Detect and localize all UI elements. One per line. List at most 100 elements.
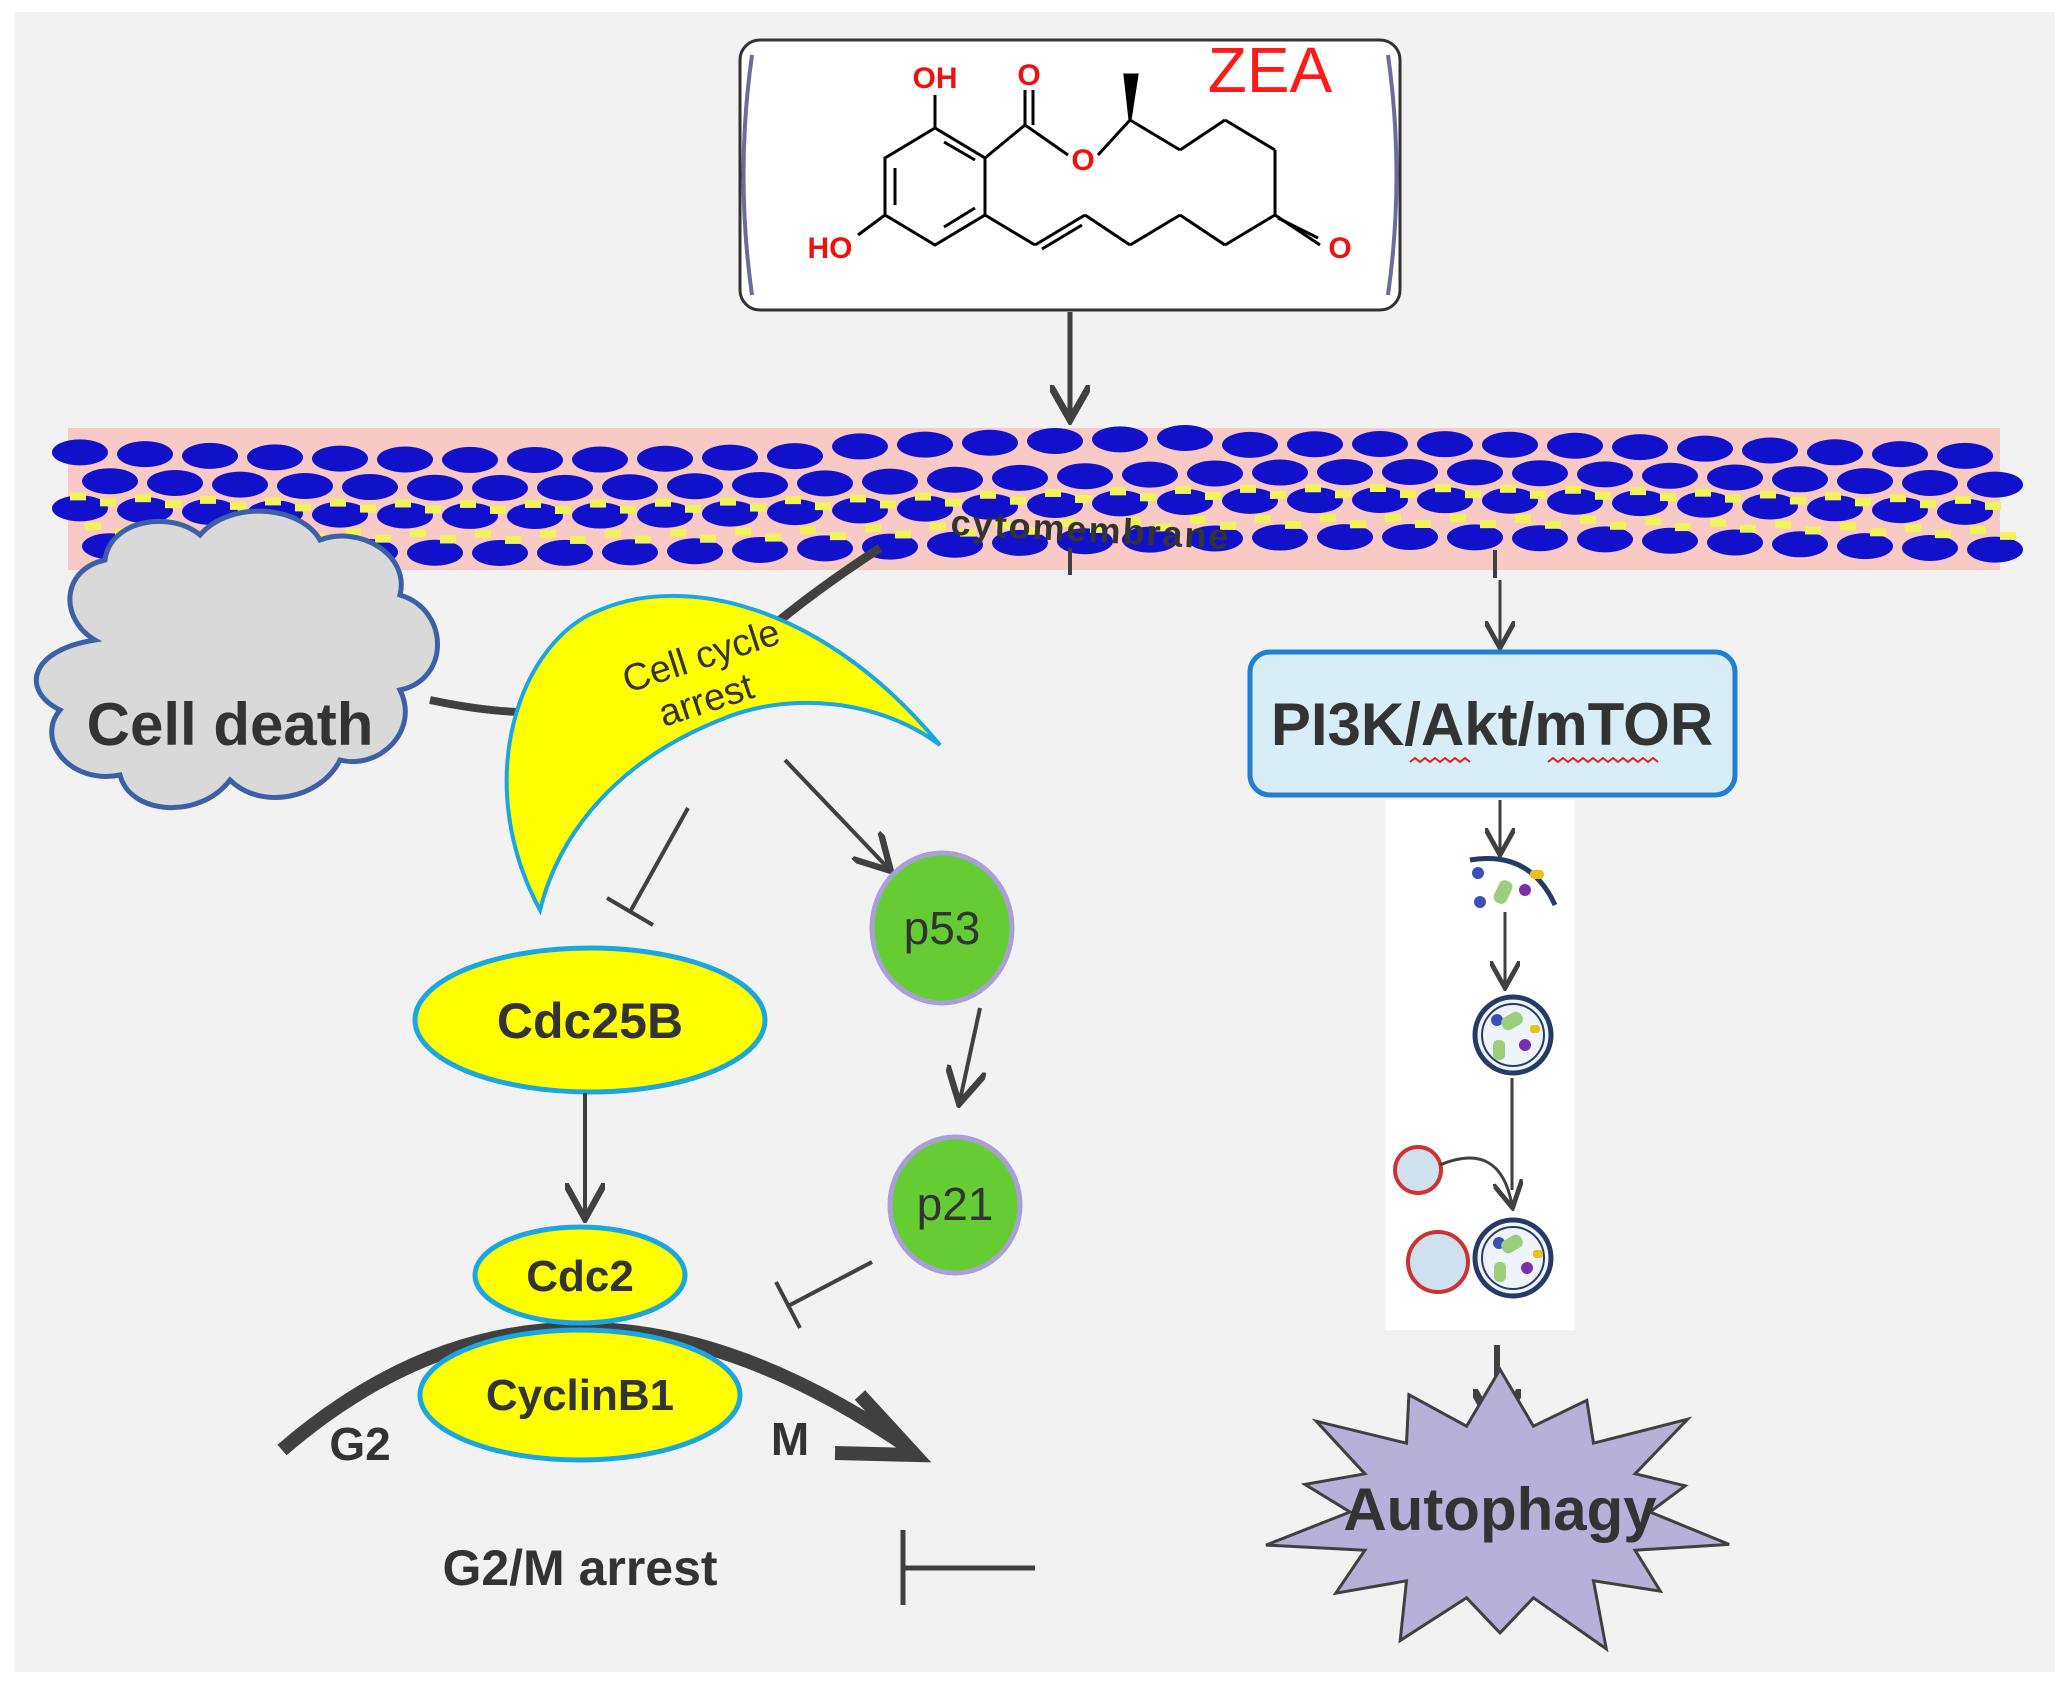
lipid-tail — [1335, 490, 1351, 499]
lipid-head — [1937, 442, 1993, 469]
lipid-head — [1317, 524, 1373, 551]
lipid-tail — [1320, 514, 1336, 523]
lipid-tail — [1370, 484, 1386, 493]
g2-label: G2 — [329, 1418, 390, 1470]
lipid-tail — [1645, 517, 1661, 526]
zea-structure-box: OH HO O O O ZEA — [738, 34, 1402, 312]
lipid-tail — [980, 490, 996, 499]
lipid-tail — [165, 500, 181, 509]
autophagy-label: Autophagy — [1343, 1476, 1657, 1543]
lipid-tail — [345, 528, 361, 537]
lipid-tail — [930, 522, 946, 531]
lipid-head — [1057, 528, 1113, 555]
lipid-head — [1642, 527, 1698, 554]
lipid-head — [507, 446, 563, 473]
lipid-head — [1937, 498, 1993, 525]
g2m-arrest-label: G2/M arrest — [442, 1540, 717, 1596]
lipid-head — [1092, 490, 1148, 517]
lipid-head — [407, 474, 463, 501]
lipid-tail — [1545, 520, 1561, 529]
lipid-tail — [1450, 514, 1466, 523]
cdc25b-node: Cdc25B — [412, 945, 768, 1095]
lipid-head — [1157, 488, 1213, 515]
lipid-head — [472, 539, 528, 566]
autophagosome-formation-panel — [1385, 800, 1575, 1330]
lipid-tail — [1970, 525, 1986, 534]
lipid-head — [897, 495, 953, 522]
arrest-to-p53-arrow — [783, 758, 888, 868]
lipid-tail — [1740, 524, 1756, 533]
lipid-head — [1092, 426, 1148, 453]
lipid-head — [1352, 487, 1408, 514]
lipid-tail — [1580, 515, 1596, 524]
lipid-head — [1287, 487, 1343, 514]
lipid-head — [537, 474, 593, 501]
lipid-head — [702, 444, 758, 471]
lipid-head — [1967, 471, 2023, 498]
lipid-tail — [1630, 487, 1646, 496]
lipid-tail — [765, 533, 781, 542]
lipid-tail — [265, 497, 281, 506]
lipid-tail — [655, 498, 671, 507]
lipid-head — [1122, 526, 1178, 553]
ketone-oxygen-label: O — [1328, 232, 1351, 265]
lipid-tail — [135, 494, 151, 503]
lipid-tail — [1220, 521, 1236, 530]
lipid-tail — [960, 528, 976, 537]
lipid-head — [702, 500, 758, 527]
lipid-tail — [1660, 493, 1676, 502]
lipid-head — [962, 493, 1018, 520]
lipid-tail — [1400, 490, 1416, 499]
lipid-tail — [815, 502, 831, 511]
lipid-tail — [1725, 494, 1741, 503]
cell-death-label: Cell death — [87, 691, 374, 758]
phagophore-icon — [1469, 856, 1558, 907]
lipid-head — [992, 529, 1048, 556]
lipid-tail — [1175, 485, 1191, 494]
lipid-head — [1872, 441, 1928, 468]
lipid-head — [1122, 461, 1178, 488]
lipid-head — [1482, 487, 1538, 514]
lipid-head — [1742, 437, 1798, 464]
lipid-head — [602, 539, 658, 566]
lipid-tail — [230, 501, 246, 510]
pi3k-akt-mtor-box: PI3K/Akt/mTOR — [1247, 649, 1738, 798]
autophagy-star-shape — [1265, 1366, 1730, 1653]
lipid-tail — [1155, 523, 1171, 532]
lipid-tail — [1025, 526, 1041, 535]
lipid-head — [212, 471, 268, 498]
lipid-tail — [570, 535, 586, 544]
lipid-tail — [395, 499, 411, 508]
lipid-tail — [880, 500, 896, 509]
lipid-tail — [525, 499, 541, 508]
lipid-head — [602, 474, 658, 501]
lipid-tail — [1935, 530, 1951, 539]
lipid-head — [1447, 524, 1503, 551]
lipid-head — [1707, 529, 1763, 556]
lipid-tail — [425, 505, 441, 514]
lipid-tail — [100, 498, 116, 507]
lipid-head — [1447, 459, 1503, 486]
lipid-head — [667, 538, 723, 565]
lipid-head — [147, 469, 203, 496]
lipid-tail — [720, 497, 736, 506]
lipid-tail — [1825, 492, 1841, 501]
lipid-head — [797, 470, 853, 497]
lipid-tail — [590, 499, 606, 508]
lipid-head — [797, 535, 853, 562]
p53-node: p53 — [869, 850, 1015, 1006]
lipid-head — [732, 471, 788, 498]
lipid-tail — [1775, 520, 1791, 529]
lipid-head — [442, 502, 498, 529]
lipid-tail — [830, 532, 846, 541]
lipid-tail — [1840, 522, 1856, 531]
lipid-tail — [1125, 517, 1141, 526]
lipid-head — [1742, 493, 1798, 520]
lipid-tail — [1385, 514, 1401, 523]
lipid-head — [927, 466, 983, 493]
lipid-head — [767, 443, 823, 470]
lipid-tail — [540, 529, 556, 538]
p21-inhibits-cdc2 — [774, 1260, 873, 1329]
lipid-head — [1482, 431, 1538, 458]
lipid-head — [182, 442, 238, 469]
